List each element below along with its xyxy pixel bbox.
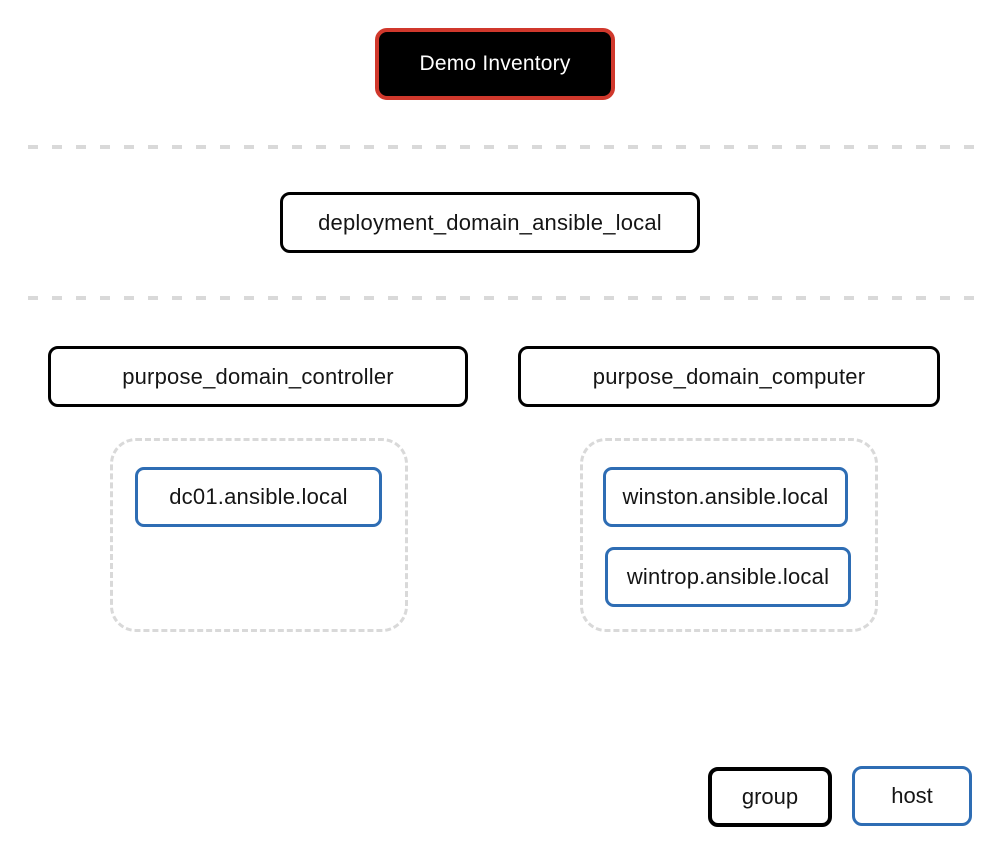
host-container-controller <box>110 438 408 632</box>
dashed-separator-bottom <box>28 296 977 300</box>
inventory-root-label: Demo Inventory <box>419 52 571 75</box>
host-container-computer <box>580 438 878 632</box>
group-node-purpose-computer-label: purpose_domain_computer <box>592 363 866 389</box>
legend-host-key: host <box>852 766 972 826</box>
inventory-root-node: Demo Inventory <box>375 28 615 100</box>
group-node-purpose-controller-label: purpose_domain_controller <box>122 363 394 389</box>
host-node-winston-label: winston.ansible.local <box>622 484 829 509</box>
host-node-wintrop-label: wintrop.ansible.local <box>626 564 830 589</box>
legend-group-key: group <box>708 767 832 827</box>
group-node-deployment-domain: deployment_domain_ansible_local <box>280 192 700 253</box>
host-node-dc01: dc01.ansible.local <box>135 467 382 527</box>
dashed-separator-top <box>28 145 977 149</box>
group-node-purpose-computer: purpose_domain_computer <box>518 346 940 407</box>
host-node-dc01-label: dc01.ansible.local <box>169 484 348 509</box>
host-node-wintrop: wintrop.ansible.local <box>605 547 851 607</box>
legend-host-label: host <box>891 783 933 808</box>
legend-group-label: group <box>741 784 799 809</box>
group-node-deployment-label: deployment_domain_ansible_local <box>318 209 662 235</box>
group-node-purpose-controller: purpose_domain_controller <box>48 346 468 407</box>
host-node-winston: winston.ansible.local <box>603 467 848 527</box>
